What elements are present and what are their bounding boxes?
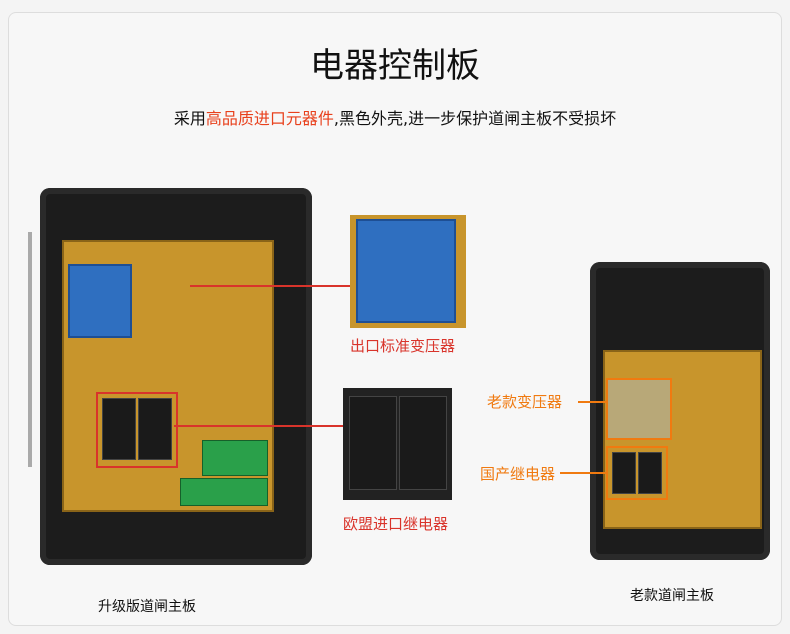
new-board-caption: 升级版道闸主板 (98, 599, 196, 615)
callout-line (578, 401, 606, 403)
old-relay (606, 446, 668, 500)
relay (138, 398, 172, 460)
transformer (68, 264, 132, 338)
old-transformer (606, 378, 672, 440)
subtitle: 采用高品质进口元器件,黑色外壳,进一步保护道闸主板不受损坏 (0, 105, 790, 129)
antenna (28, 232, 32, 467)
callout-line (190, 285, 350, 287)
page-title: 电器控制板 (310, 46, 480, 86)
callout-line (560, 472, 606, 474)
subtitle-highlight: 高品质进口元器件 (205, 109, 334, 128)
transformer-label: 出口标准变压器 (350, 337, 456, 355)
old-relay-label: 国产继电器 (480, 465, 556, 483)
relay-highlight (96, 392, 178, 468)
transformer-closeup (350, 215, 466, 328)
terminal-block (180, 478, 268, 506)
terminal-block (202, 440, 268, 476)
relay-closeup (343, 388, 452, 500)
old-board-caption: 老款道闸主板 (630, 588, 714, 604)
subtitle-suffix: ,黑色外壳,进一步保护道闸主板不受损坏 (333, 109, 617, 128)
relay-label: 欧盟进口继电器 (343, 515, 449, 533)
relay (102, 398, 136, 460)
callout-line (174, 425, 344, 427)
old-transformer-label: 老款变压器 (487, 393, 563, 411)
subtitle-prefix: 采用 (173, 109, 206, 128)
